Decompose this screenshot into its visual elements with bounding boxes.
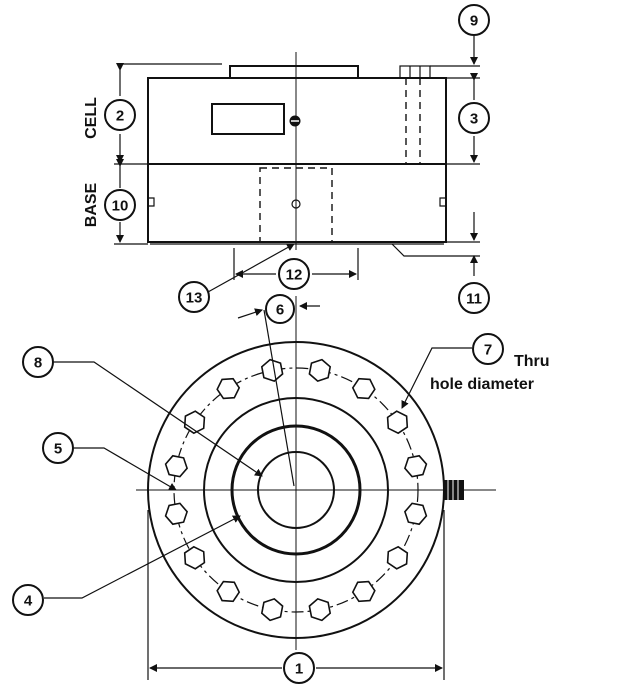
callout-11: 11 <box>458 282 490 314</box>
bolt-hex-icon <box>351 377 376 400</box>
callout-4: 4 <box>12 584 44 616</box>
callout-1: 1 <box>283 652 315 684</box>
callout-8: 8 <box>22 346 54 378</box>
bolt-hex-icon <box>308 597 332 622</box>
callout-7-number: 7 <box>484 342 492 359</box>
connector-top <box>399 65 431 79</box>
bolt-hex-icon <box>164 502 189 526</box>
callout-1-number: 1 <box>295 661 303 678</box>
callout-9-number: 9 <box>470 13 478 30</box>
callout-7: 7 <box>472 333 504 365</box>
top-boss <box>229 65 359 79</box>
callout-2: 2 <box>104 99 136 131</box>
callout-3: 3 <box>458 102 490 134</box>
center-bore <box>257 451 335 529</box>
bolt-hex-icon <box>403 454 428 478</box>
hole-diameter-label: hole diameter <box>430 376 534 393</box>
base-body <box>147 163 447 243</box>
callout-8-number: 8 <box>34 355 42 372</box>
bolt-hex-icon <box>216 580 241 603</box>
callout-13: 13 <box>178 281 210 313</box>
callout-2-number: 2 <box>116 108 124 125</box>
base-label: BASE <box>83 182 100 227</box>
connector-side <box>444 480 464 500</box>
bolt-hex-icon <box>216 377 241 400</box>
bolt-hex-icon <box>260 358 284 383</box>
callout-6-number: 6 <box>276 302 284 319</box>
bolt-hex-icon <box>164 454 189 478</box>
bolt-hex-icon <box>386 410 409 435</box>
inner-step <box>203 397 389 583</box>
callout-5-number: 5 <box>54 441 62 458</box>
thru-label: Thru <box>514 353 550 370</box>
bolt-circle <box>173 367 419 613</box>
callout-9: 9 <box>458 4 490 36</box>
bolt-hex-icon <box>386 545 409 570</box>
top-view <box>44 296 496 680</box>
callout-4-number: 4 <box>24 593 33 610</box>
callout-5: 5 <box>42 432 74 464</box>
bolt-hex-icon <box>183 545 206 570</box>
bolt-pattern <box>164 358 428 622</box>
bolt-hex-icon <box>183 410 206 435</box>
cell-label: CELL <box>83 97 100 139</box>
callout-3-number: 3 <box>470 111 478 128</box>
side-view <box>114 36 480 293</box>
callout-10: 10 <box>104 189 136 221</box>
hub <box>230 424 362 556</box>
callout-12-number: 12 <box>286 267 303 284</box>
bolt-hex-icon <box>260 597 284 622</box>
callout-10-number: 10 <box>112 198 129 215</box>
bolt-hex-icon <box>351 580 376 603</box>
callout-12: 12 <box>278 258 310 290</box>
bolt-hex-icon <box>308 358 332 383</box>
label-window <box>211 103 285 135</box>
callout-6: 6 <box>265 294 295 324</box>
callout-13-number: 13 <box>186 290 203 307</box>
callout-11-number: 11 <box>466 291 482 308</box>
bolt-hex-icon <box>403 502 428 526</box>
